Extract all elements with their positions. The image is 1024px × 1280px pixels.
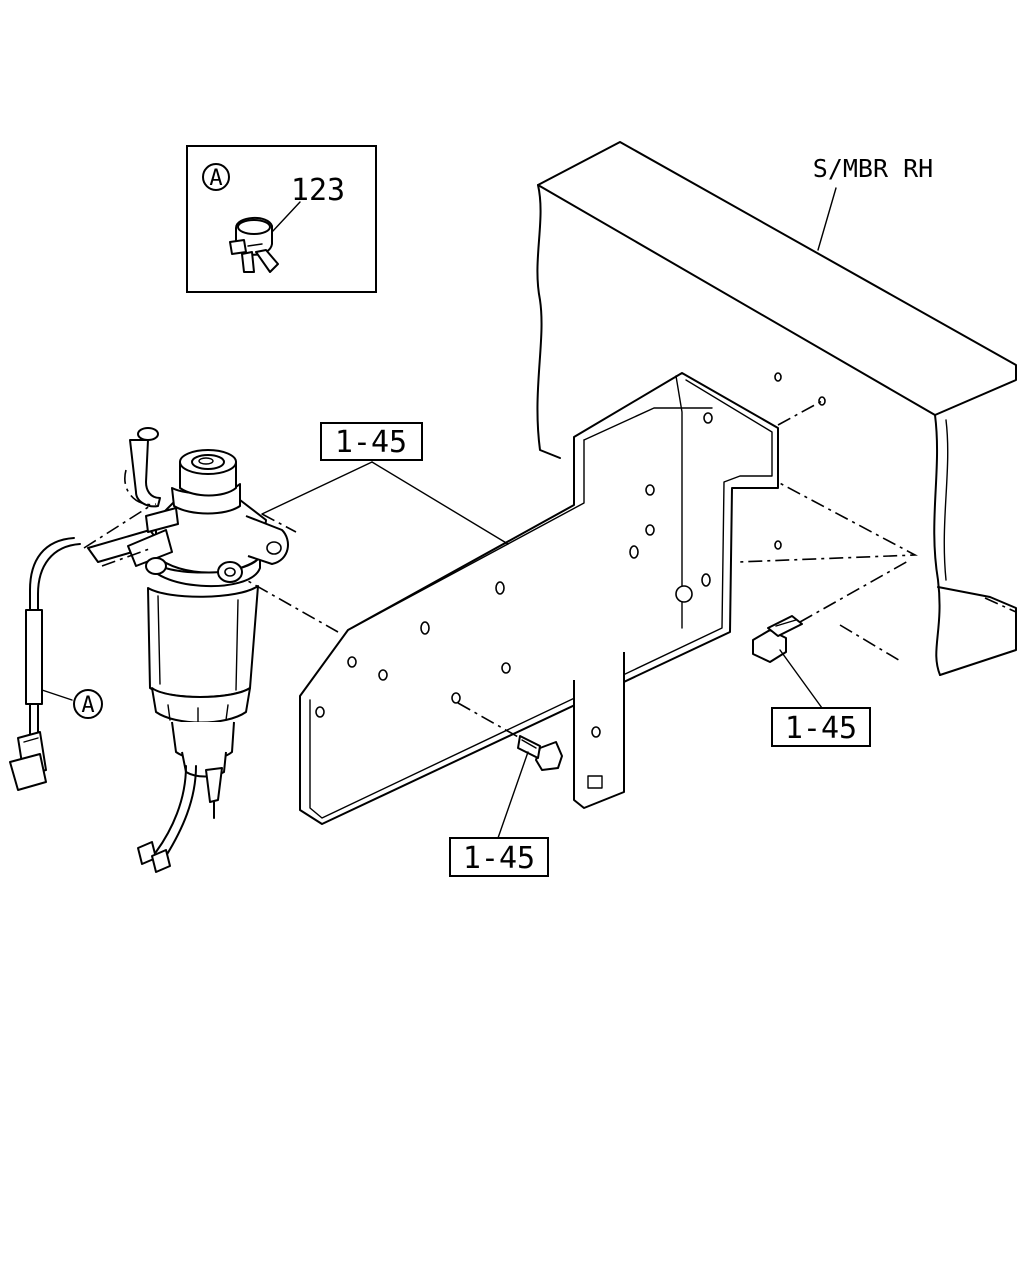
part-number-label: 123: [291, 173, 345, 208]
leader-line: [497, 751, 529, 839]
fuel-filter-assembly: [83, 427, 289, 873]
ref-label: 1-45: [463, 841, 535, 876]
ref-label: 1-45: [785, 711, 857, 746]
detail-callout-letter: A: [209, 166, 222, 191]
hidden-line: [737, 461, 918, 563]
leader-line: [817, 187, 837, 251]
ref-box-bolt-right: 1-45: [771, 707, 871, 747]
ref-box-bolt-bottom: 1-45: [449, 837, 549, 877]
harness-callout-letter: A: [81, 693, 94, 718]
bolt-right-axis: [799, 559, 911, 623]
leader-line: [371, 461, 509, 545]
hidden-line: [984, 597, 1017, 613]
wire-harness: [9, 537, 81, 791]
leader-line: [271, 201, 301, 233]
assembly-line: [231, 571, 339, 633]
bolt-bottom-axis: [457, 702, 521, 739]
callout-circle: [202, 163, 230, 191]
leader-to-member: [777, 400, 823, 426]
side-member-rh: [536, 141, 1017, 676]
callout-circle: [73, 689, 103, 719]
clip-part-123: [229, 217, 279, 273]
bolt-bottom: [517, 735, 563, 771]
frame-member-label: S/MBR RH: [813, 154, 933, 183]
leader-line: [261, 461, 373, 515]
ref-label: 1-45: [335, 425, 407, 460]
assembly-line: [261, 513, 297, 533]
leader-line: [779, 649, 823, 709]
ref-box-bracket: 1-45: [320, 422, 423, 461]
bolt-right: [752, 615, 803, 663]
hidden-line: [839, 624, 903, 663]
mounting-bracket: [299, 372, 779, 825]
